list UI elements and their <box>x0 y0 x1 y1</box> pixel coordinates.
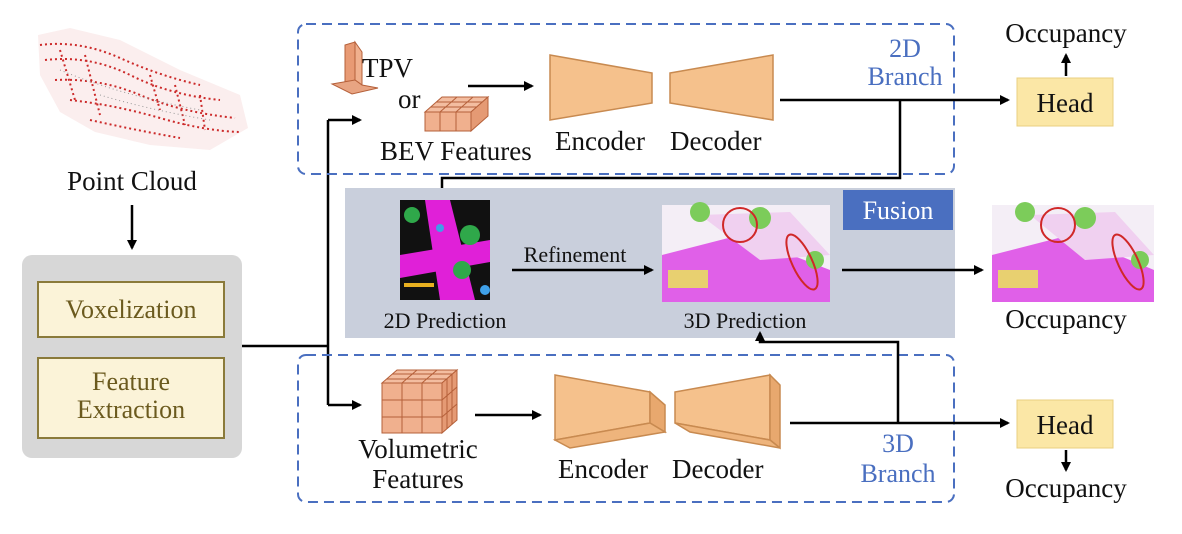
point-cloud-image <box>38 28 248 150</box>
branch-2d-title-line1: 2D <box>889 34 921 63</box>
volumetric-label-line2: Features <box>372 464 463 494</box>
arrow-2d-to-fusion <box>437 100 902 198</box>
occupancy-output-image <box>992 202 1154 302</box>
fusion-badge <box>843 190 953 230</box>
refinement-label: Refinement <box>524 242 627 267</box>
prediction-3d-label: 3D Prediction <box>684 308 807 333</box>
voxelization-label: Voxelization <box>66 295 197 324</box>
encoder-2d <box>549 54 653 121</box>
feature-extraction-box <box>37 357 225 439</box>
bev-features-icon <box>423 95 490 133</box>
fusion-title: Fusion <box>863 196 934 225</box>
head-3d-label: Head <box>1037 410 1094 440</box>
decoder-3d-label: Decoder <box>672 454 763 484</box>
branch-3d-title-line2: Branch <box>860 459 935 488</box>
prediction-3d-image <box>662 202 830 302</box>
prediction-2d-label: 2D Prediction <box>384 308 507 333</box>
volumetric-features-icon <box>380 368 459 435</box>
bev-features-label: BEV Features <box>380 136 532 166</box>
branch-3d-frame <box>297 354 955 503</box>
decoder-3d <box>674 373 781 450</box>
head-2d <box>1016 77 1114 127</box>
feature-extraction-line1: Feature <box>92 367 170 396</box>
feature-extraction-line2: Extraction <box>77 395 185 424</box>
occupancy-3d-label: Occupancy <box>1005 473 1127 503</box>
voxelization-box <box>37 281 225 338</box>
arrow-3d-to-fusion <box>755 331 900 423</box>
encoder-3d <box>552 374 668 449</box>
head-3d <box>1016 399 1114 449</box>
encoder-2d-label: Encoder <box>555 126 645 156</box>
decoder-2d <box>669 54 774 121</box>
encoder-3d-label: Encoder <box>558 454 648 484</box>
tpv-label: TPV <box>362 53 414 83</box>
volumetric-label-line1: Volumetric <box>358 434 477 464</box>
head-2d-label: Head <box>1037 88 1094 118</box>
branch-3d-title-line1: 3D <box>882 429 914 458</box>
point-cloud-label: Point Cloud <box>67 166 197 196</box>
occupancy-fusion-label: Occupancy <box>1005 304 1127 334</box>
decoder-2d-label: Decoder <box>670 126 761 156</box>
or-label: or <box>398 84 421 114</box>
branch-2d-frame <box>297 23 955 175</box>
branch-2d-title-line2: Branch <box>867 62 942 91</box>
prediction-2d-image <box>400 200 490 300</box>
occupancy-2d-label: Occupancy <box>1005 18 1127 48</box>
tpv-icon <box>330 40 379 95</box>
